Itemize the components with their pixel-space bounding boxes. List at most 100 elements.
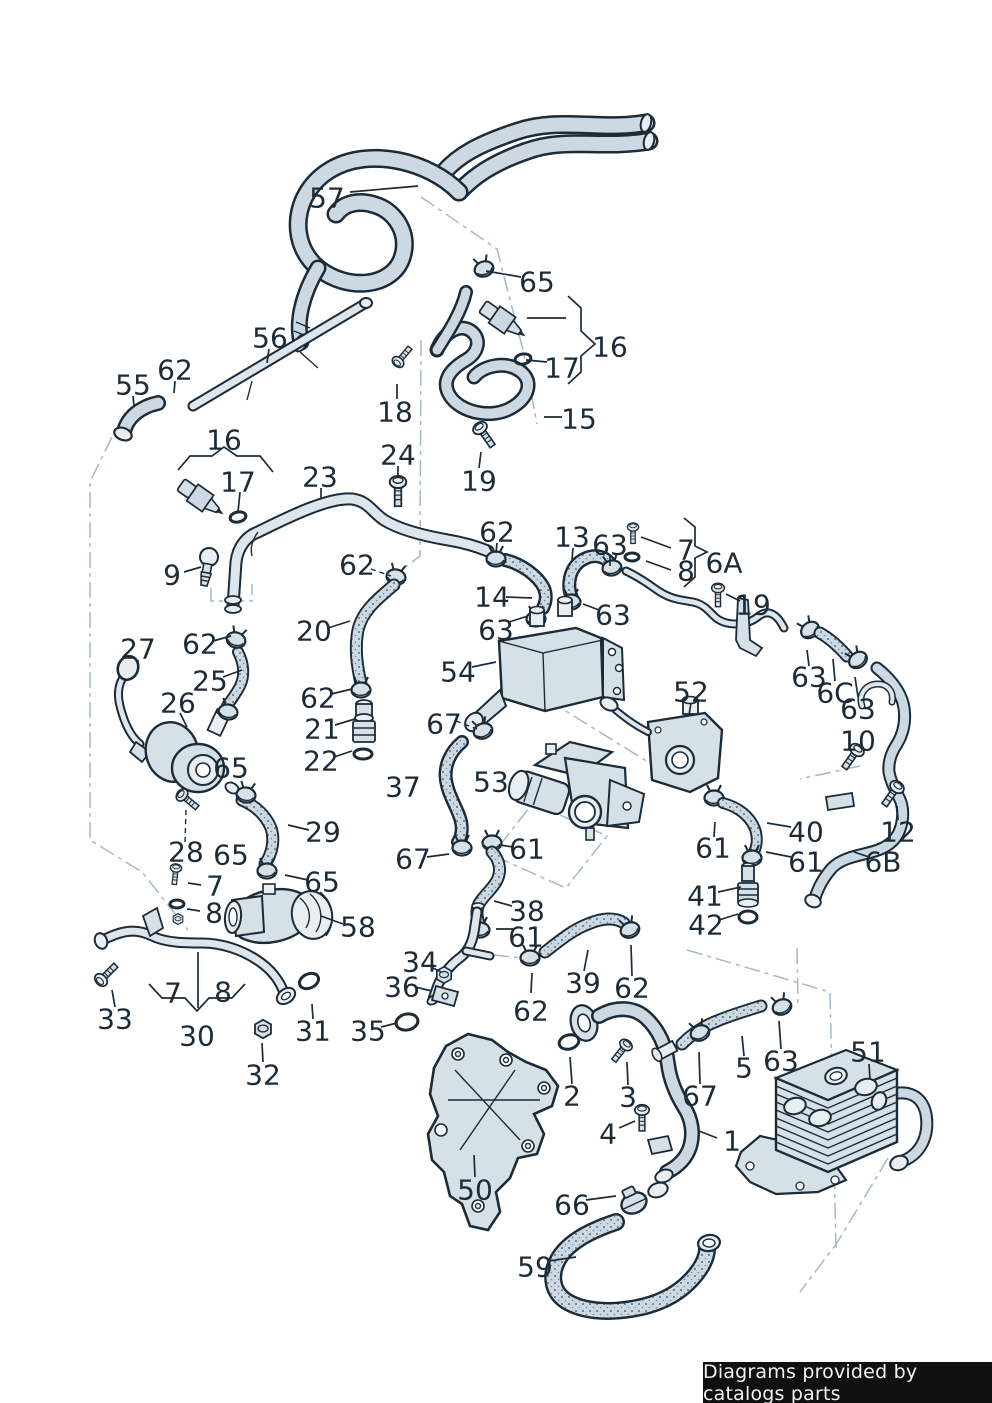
part-number-8: 8 — [214, 976, 232, 1009]
part-number-38: 38 — [509, 895, 545, 928]
screw-19 — [469, 418, 500, 452]
part-number-55: 55 — [115, 369, 151, 402]
part-number-63: 63 — [840, 693, 876, 726]
part-number-65: 65 — [213, 839, 249, 872]
part-number-32: 32 — [245, 1059, 281, 1092]
part-number-1: 1 — [723, 1125, 741, 1158]
screw-24 — [388, 474, 408, 508]
washer-8 — [168, 898, 186, 910]
part-number-18: 18 — [377, 396, 413, 429]
part-number-20: 20 — [296, 615, 332, 648]
part-number-7: 7 — [164, 977, 182, 1010]
part-number-63: 63 — [592, 529, 628, 562]
part-number-27: 27 — [120, 633, 156, 666]
part-number-63: 63 — [791, 661, 827, 694]
part-number-37: 37 — [385, 771, 421, 804]
pipe-23 — [224, 499, 488, 614]
hose-20 — [356, 585, 394, 684]
part-number-63: 63 — [595, 599, 631, 632]
screw-19 — [710, 582, 726, 608]
part-number-66: 66 — [554, 1189, 590, 1222]
part-number-58: 58 — [340, 911, 376, 944]
part-number-62: 62 — [182, 628, 218, 661]
part-number-7: 7 — [677, 534, 695, 567]
part-number-67: 67 — [682, 1080, 718, 1113]
part-number-62: 62 — [300, 682, 336, 715]
watermark-badge: Diagrams provided by catalogs parts — [703, 1361, 992, 1403]
part-number-25: 25 — [192, 665, 228, 698]
clamp-66 — [614, 1181, 652, 1219]
group-bracket — [148, 983, 246, 1013]
hose-14 — [505, 560, 546, 608]
pump-26 — [144, 707, 240, 795]
hose-39 — [545, 919, 624, 952]
part-number-6C: 6C — [816, 677, 853, 710]
part-number-19: 19 — [735, 589, 771, 622]
group-bracket — [567, 295, 597, 385]
part-number-5: 5 — [735, 1052, 753, 1085]
part-number-56: 56 — [252, 322, 288, 355]
part-number-30: 30 — [179, 1020, 215, 1053]
bracket-27 — [114, 654, 152, 764]
seal-17 — [228, 510, 248, 524]
part-number-61: 61 — [508, 921, 544, 954]
part-number-59: 59 — [517, 1251, 553, 1284]
part-number-62: 62 — [513, 995, 549, 1028]
part-number-52: 52 — [673, 676, 709, 709]
valve-53 — [507, 740, 646, 841]
bracket-36 — [430, 984, 460, 1008]
hose-5 — [651, 1006, 761, 1063]
part-number-53: 53 — [473, 766, 509, 799]
screw-18 — [389, 342, 416, 371]
part-number-42: 42 — [688, 909, 724, 942]
part-number-35: 35 — [350, 1015, 386, 1048]
part-number-17: 17 — [220, 466, 256, 499]
seal-42 — [737, 909, 759, 925]
hose-37 — [446, 742, 462, 842]
heater-unit-54 — [464, 595, 626, 733]
part-number-7: 7 — [206, 870, 224, 903]
part-number-29: 29 — [305, 816, 341, 849]
washer-8 — [623, 551, 641, 563]
part-number-54: 54 — [440, 656, 476, 689]
part-number-26: 26 — [160, 687, 196, 720]
hose-1 — [569, 1002, 692, 1199]
pipe-6A — [626, 571, 784, 658]
fitting-41 — [737, 862, 759, 908]
part-number-4: 4 — [599, 1118, 617, 1151]
part-number-41: 41 — [687, 880, 723, 913]
leader-lines — [111, 185, 899, 1262]
valve-52 — [599, 695, 724, 794]
part-number-65: 65 — [213, 752, 249, 785]
part-number-8: 8 — [677, 555, 695, 588]
part-number-62: 62 — [157, 354, 193, 387]
bolt-7 — [626, 522, 640, 545]
group-bracket — [683, 517, 709, 588]
part-number-62: 62 — [614, 972, 650, 1005]
clamp-63 — [767, 990, 795, 1019]
screw-33 — [91, 959, 122, 990]
part-number-65: 65 — [519, 266, 555, 299]
part-number-62: 62 — [479, 516, 515, 549]
part-number-67: 67 — [395, 843, 431, 876]
part-number-39: 39 — [565, 967, 601, 1000]
part-number-15: 15 — [561, 403, 597, 436]
seal-17 — [513, 352, 533, 366]
pipe-30 — [93, 906, 297, 1006]
screw-4 — [634, 1103, 650, 1132]
part-number-23: 23 — [302, 461, 338, 494]
ball-stud-9 — [199, 547, 219, 587]
part-number-36: 36 — [384, 971, 420, 1004]
part-number-22: 22 — [303, 745, 339, 778]
part-number-12: 12 — [880, 816, 916, 849]
pipe-6B — [804, 668, 904, 909]
part-number-51: 51 — [850, 1036, 886, 1069]
part-number-31: 31 — [295, 1015, 331, 1048]
diagram-artwork — [91, 113, 927, 1311]
part-number-21: 21 — [304, 713, 340, 746]
seal-2 — [557, 1033, 581, 1051]
part-number-62: 62 — [339, 549, 375, 582]
